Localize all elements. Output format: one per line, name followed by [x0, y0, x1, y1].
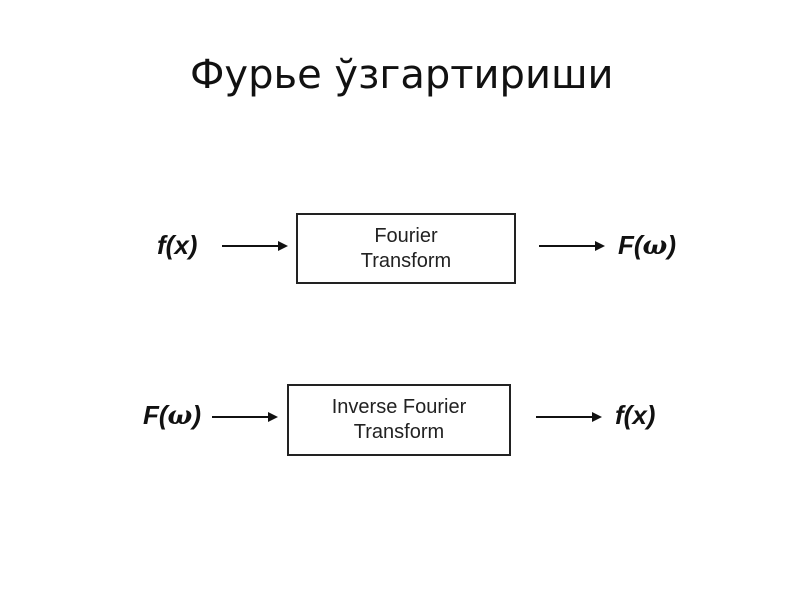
fourier-transform-box: Fourier Transform [296, 213, 516, 284]
forward-output-pre: F( [618, 230, 643, 260]
forward-input-arrow [222, 241, 288, 251]
inverse-input-pre: F( [143, 400, 168, 430]
forward-output-label: F(ω) [618, 230, 676, 261]
inverse-output-label: f(x) [615, 400, 656, 430]
forward-output-arrow [539, 241, 605, 251]
inverse-transform-line1: Inverse Fourier [331, 396, 467, 418]
inverse-input-label: F(ω) [143, 400, 201, 431]
inverse-input-post: ) [192, 400, 201, 430]
inverse-transform-line2: Transform [353, 421, 445, 443]
fourier-transform-line1: Fourier [374, 224, 438, 247]
fourier-transform-line2: Transform [360, 249, 452, 272]
inverse-input-arrow [212, 412, 278, 422]
omega-symbol: ω [642, 231, 668, 261]
omega-symbol: ω [167, 401, 193, 431]
forward-output-post: ) [667, 230, 676, 260]
inverse-fourier-transform-box: Inverse Fourier Transform [287, 384, 511, 456]
forward-input-label: f(x) [157, 230, 198, 260]
slide-title: Фурье ўзгартириши [190, 52, 614, 98]
inverse-output-arrow [536, 412, 602, 422]
